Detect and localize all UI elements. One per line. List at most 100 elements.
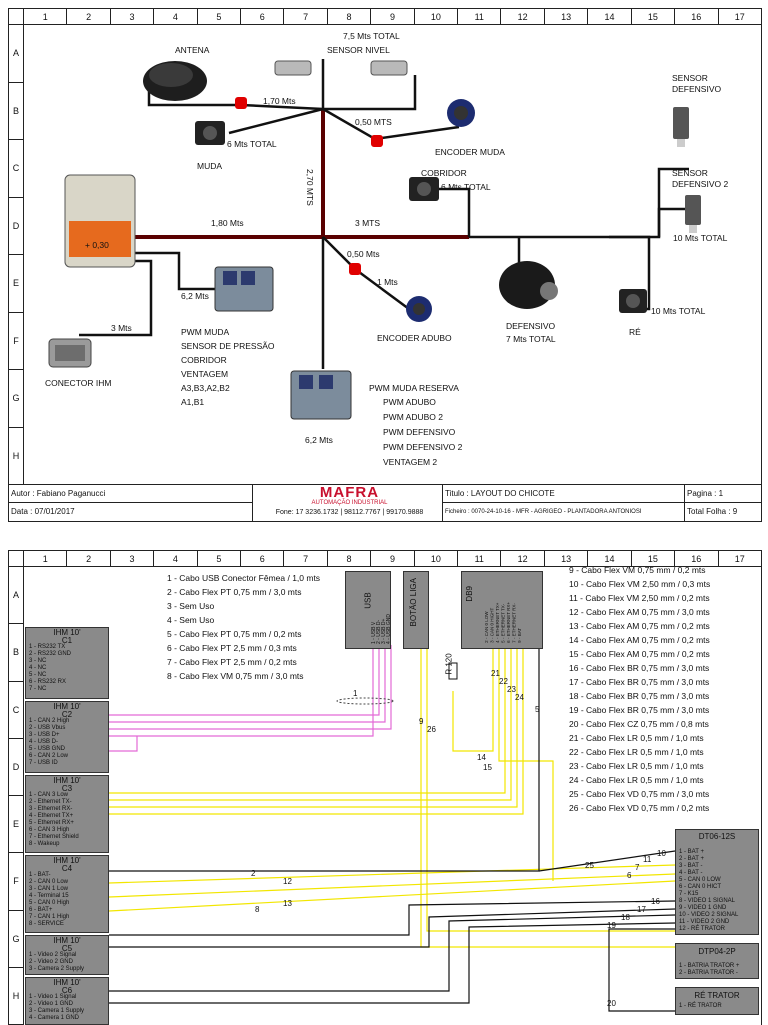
valve-block-icon	[214, 266, 352, 420]
pin-label: 1 - RS232 TX	[29, 644, 66, 650]
wiring-lines	[108, 645, 676, 1012]
wire	[109, 645, 506, 794]
connector-icon	[48, 338, 92, 368]
pin-label: 2 - RS232 GND	[29, 651, 72, 657]
cable-item: 1 - Cabo USB Conector Fêmea / 1,0 mts	[167, 573, 321, 583]
connector-pins: 1 - BATRIA TRATOR +2 - BATRIA TRATOR -	[676, 963, 758, 977]
pin-label: 12 - RÉ TRATOR	[679, 926, 726, 932]
pin-label: 7 - NC	[29, 686, 47, 692]
cable-encoder-adubo	[322, 236, 410, 311]
connector-subtitle: C2	[61, 710, 73, 719]
label-pwm-item: COBRIDOR	[181, 355, 227, 365]
cable-item: 4 - Sem Uso	[167, 615, 215, 625]
pin-label: 3 - CAN 1 Low	[29, 886, 69, 892]
label-re: RÉ	[629, 327, 641, 337]
pin-label: 3 - Camera 2 Supply	[29, 966, 85, 972]
pin-label: 5 - CAN 0 High	[29, 900, 70, 906]
col-label: 14	[587, 551, 630, 566]
cable-cobridor	[439, 187, 471, 237]
label-length: 6,2 Mts	[305, 435, 333, 445]
pin-label: 4 - BAT -	[679, 870, 703, 876]
label-length: 3 Mts	[111, 323, 132, 333]
connector-pins: 1 - BAT +2 - BAT +3 - BAT -4 - BAT -5 - …	[676, 849, 758, 933]
pin-label: 4 - Camera 1 GND	[29, 1015, 80, 1021]
wire	[109, 645, 524, 815]
col-label: 4	[153, 551, 196, 566]
label-length: 6,2 Mts	[181, 291, 209, 301]
col-label: 12	[500, 551, 543, 566]
wire-number: 6	[627, 871, 632, 880]
pin-label: 6 - CAN 2 Low	[29, 753, 69, 759]
wire-number: 12	[283, 877, 292, 886]
pin-label: 2 - USB Vbus	[29, 725, 66, 731]
cable-item: 17 - Cabo Flex BR 0,75 mm / 3,0 mts	[569, 677, 710, 687]
col-label: 17	[717, 551, 761, 566]
wire-number: 22	[499, 677, 508, 686]
label-pwm-item: SENSOR DE PRESSÃO	[181, 341, 275, 351]
label-pwm-item: A1,B1	[181, 397, 205, 407]
connector-re-trator: RÉ TRATOR 1 - RÉ TRATOR	[675, 987, 759, 1015]
pin-label: 2 - CAN 0 Low	[29, 879, 69, 885]
cable-item: 13 - Cabo Flex AM 0,75 mm / 0,2 mts	[569, 621, 710, 631]
pin-label: 3 - Ethernet RX-	[29, 806, 73, 812]
col-label: 10	[413, 9, 457, 24]
cable-item: 3 - Sem Uso	[167, 601, 215, 611]
cable-antena	[147, 91, 324, 111]
connector-title: IHM 10'	[53, 628, 81, 637]
pin-label: 1 - BAT +	[679, 849, 704, 855]
wire	[109, 645, 386, 723]
pin-label: 1 - BATRIA TRATOR +	[679, 963, 740, 969]
cable-item: 7 - Cabo Flex PT 2,5 mm / 0,2 mts	[167, 657, 297, 667]
pin-label: 1 - RÉ TRATOR	[679, 1003, 722, 1009]
pin-label: 4 - Terminal 15	[29, 893, 69, 899]
cable-item: 22 - Cabo Flex LR 0,5 mm / 1,0 mts	[569, 747, 704, 757]
col-label: 8	[326, 9, 370, 24]
col-label: 14	[587, 9, 630, 24]
pin-label: 7 - CAN 1 High	[29, 914, 70, 920]
connector-pins: 1 - RÉ TRATOR	[676, 1003, 758, 1010]
col-label: 7	[283, 551, 326, 566]
label-defensivo-total: 7 Mts TOTAL	[506, 334, 556, 344]
label-pwm-item: VENTAGEM	[181, 369, 229, 379]
wire-number: 5	[535, 705, 540, 714]
pin-label: 3 - NC	[29, 658, 47, 664]
label-cobridor-total: 6 Mts TOTAL	[441, 182, 491, 192]
col-label: 8	[326, 551, 370, 566]
row-label: C	[9, 140, 23, 198]
cable-item: 12 - Cabo Flex AM 0,75 mm / 3,0 mts	[569, 607, 710, 617]
label-length: 1 Mts	[377, 277, 398, 287]
brand-logo: MAFRA	[319, 484, 380, 501]
wire-number: 19	[607, 921, 616, 930]
label-length-vertical: 2,70 MTS	[305, 169, 315, 206]
wire	[108, 873, 676, 898]
cable-item: 20 - Cabo Flex CZ 0,75 mm / 0,8 mts	[569, 719, 709, 729]
label-length: 3 MTS	[355, 218, 381, 228]
row-label: C	[9, 682, 23, 739]
col-label: 15	[630, 551, 674, 566]
wire	[109, 914, 676, 992]
cable-defensivo-sensors	[469, 167, 689, 239]
wire	[452, 645, 494, 752]
cable-item: 26 - Cabo Flex VD 0,75 mm / 0,2 mts	[569, 803, 710, 813]
col-label: 5	[196, 551, 240, 566]
label-sensor-nivel-total: 7,5 Mts TOTAL	[343, 31, 400, 41]
pin-label: 2 - Video 2 GND	[29, 959, 73, 965]
wire	[426, 645, 675, 932]
col-label: 11	[457, 9, 500, 24]
sensor-icon	[274, 60, 408, 76]
label-length: 0,50 Mts	[347, 249, 380, 259]
pin-label: 5 - Ethernet RX+	[29, 820, 74, 826]
cable-item: 14 - Cabo Flex AM 0,75 mm / 0,2 mts	[569, 635, 710, 645]
label-def2-total: 10 Mts TOTAL	[673, 233, 728, 243]
cable-item: 9 - Cabo Flex VM 0,75 mm / 0,2 mts	[569, 565, 706, 575]
cable-item: 6 - Cabo Flex PT 2,5 mm / 0,3 mts	[167, 643, 297, 653]
col-label: 1	[23, 551, 66, 566]
cable-item: 10 - Cabo Flex VM 2,50 mm / 0,3 mts	[569, 579, 711, 589]
wire-number: 17	[637, 905, 646, 914]
